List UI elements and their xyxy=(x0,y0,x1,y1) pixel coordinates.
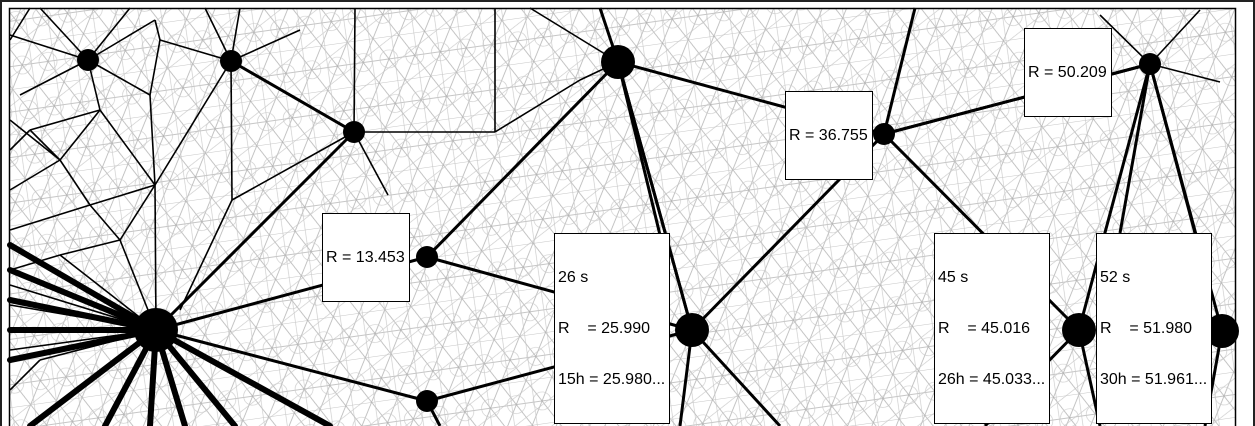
shell-label-52: 52 s R = 51.980 30h = 51.961... xyxy=(1096,233,1213,424)
mesh-edge xyxy=(1099,14,1151,65)
lattice-node xyxy=(220,50,242,72)
mesh-edge xyxy=(29,109,101,131)
mesh-edge xyxy=(231,131,355,201)
hub-spoke xyxy=(7,327,159,363)
shell-label-45-title: 45 s xyxy=(938,269,969,286)
mesh-edge xyxy=(39,7,89,61)
shell-label-52-hex: 30h = 51.961... xyxy=(1100,371,1208,388)
lattice-edge xyxy=(230,59,355,134)
lattice-node xyxy=(873,123,895,145)
lattice-edge xyxy=(425,60,620,259)
mesh-edge xyxy=(89,204,121,241)
shell-label-45: 45 s R = 45.016 26h = 45.033... xyxy=(934,233,1051,424)
hub-spoke xyxy=(7,267,159,333)
mesh-edge xyxy=(149,94,156,186)
shell-label-26-radius: R = 25.990 xyxy=(558,320,651,337)
mesh-edge xyxy=(353,131,389,196)
mesh-edge xyxy=(230,29,301,62)
hub-spoke xyxy=(27,327,159,426)
lattice-edge-open xyxy=(690,328,782,426)
mesh-edge xyxy=(9,34,89,61)
lattice-node xyxy=(77,49,99,71)
mesh-edge xyxy=(9,7,31,41)
lattice-node xyxy=(1139,53,1161,75)
lattice-node xyxy=(416,246,438,268)
radius-label-13-text: R = 13.453 xyxy=(326,249,405,266)
shell-label-26: 26 s R = 25.990 15h = 25.980... xyxy=(554,233,671,424)
lattice-node xyxy=(134,308,178,352)
shell-label-52-title: 52 s xyxy=(1100,269,1131,286)
lattice-edge xyxy=(155,328,428,403)
shell-label-45-hex: 26h = 45.033... xyxy=(938,371,1046,388)
mesh-edge xyxy=(87,59,151,96)
mesh-edge xyxy=(87,19,156,61)
mesh-edge xyxy=(353,7,356,133)
mesh-edge xyxy=(87,7,131,61)
mesh-edge xyxy=(59,159,91,206)
mesh-edge xyxy=(154,60,232,186)
outer-border xyxy=(8,7,1237,426)
mesh-edge xyxy=(59,109,101,161)
radius-label-13: R = 13.453 xyxy=(322,213,410,302)
lattice-edge-open xyxy=(1148,63,1197,234)
mesh-edge xyxy=(89,184,156,206)
mesh-edge xyxy=(9,204,91,231)
lattice-edge xyxy=(154,130,356,332)
mesh-edge xyxy=(529,7,619,63)
radius-label-36: R = 36.755 xyxy=(785,91,873,180)
radius-label-36-text: R = 36.755 xyxy=(789,127,868,144)
lattice-node xyxy=(343,121,365,143)
radius-label-50-text: R = 50.209 xyxy=(1028,64,1107,81)
nodes xyxy=(77,45,1239,412)
mesh-edge xyxy=(119,184,156,241)
lattice-node xyxy=(675,313,709,347)
shell-label-26-title: 26 s xyxy=(558,269,589,286)
lattice-edge-open xyxy=(616,61,662,236)
lattice-edge-open xyxy=(882,7,917,135)
shell-label-52-radius: R = 51.980 xyxy=(1100,320,1193,337)
hub-spoke xyxy=(7,242,159,333)
mesh-edge xyxy=(9,129,31,151)
mesh-edge xyxy=(19,59,89,96)
lattice-node xyxy=(601,45,635,79)
lattice-node xyxy=(416,390,438,412)
mesh-edge xyxy=(99,109,156,186)
mesh-edge xyxy=(154,184,157,331)
mesh-edge xyxy=(59,239,121,256)
mesh-edge xyxy=(230,60,233,201)
mesh-edge xyxy=(29,129,61,161)
lattice-node xyxy=(1062,313,1096,347)
mesh-edge xyxy=(159,39,232,62)
mesh-edge xyxy=(179,199,233,311)
lattice-edge xyxy=(1077,63,1152,331)
mesh-edge xyxy=(9,159,61,191)
hub-spoke xyxy=(7,297,159,333)
shell-label-26-hex: 15h = 25.980... xyxy=(558,371,666,388)
lattice-edge-open xyxy=(1118,63,1152,234)
mesh-edge xyxy=(1149,63,1221,83)
shell-label-45-radius: R = 45.016 xyxy=(938,320,1031,337)
mesh-edge xyxy=(1149,9,1201,65)
mesh-edge xyxy=(149,39,161,96)
mesh-edge xyxy=(9,119,61,161)
lattice-node xyxy=(1205,314,1239,348)
mesh-edge xyxy=(154,19,161,41)
hub-spoke xyxy=(153,327,333,426)
mesh-edge xyxy=(494,79,581,133)
radius-label-50: R = 50.209 xyxy=(1024,28,1112,117)
mesh-edge xyxy=(9,359,41,391)
